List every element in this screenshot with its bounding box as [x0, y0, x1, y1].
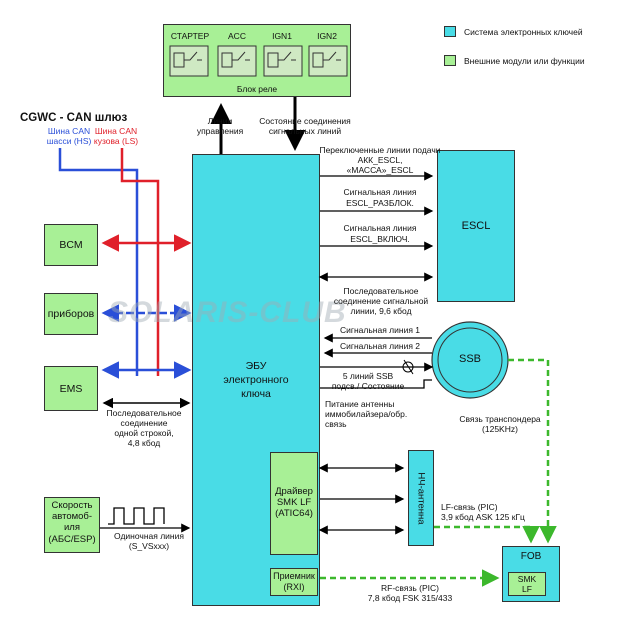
- cluster-module: приборов: [44, 293, 98, 335]
- smk-lf-driver: [270, 452, 318, 555]
- speed-module-label-4: (АБС/ESP): [48, 534, 96, 545]
- fob-inner-2: LF: [522, 584, 532, 594]
- relay-item-acc-label: ACC: [228, 31, 246, 41]
- power-lines-label-2: АКК_ESCL,: [357, 155, 403, 165]
- ems-serial-label-4: 4,8 кбод: [127, 438, 161, 448]
- legend-external-swatch: [444, 55, 456, 66]
- watermark: SOLARIS-CLUB: [108, 296, 347, 329]
- single-line-label-2: (S_VSxxx): [128, 541, 170, 551]
- ecu-title-1: ЭБУ: [245, 360, 267, 372]
- lf-link-label-2: 3,9 кбод ASK 125 кГц: [441, 512, 525, 522]
- relay-item-ign2-label: IGN2: [317, 31, 337, 41]
- antenna-power-label-1: Питание антенны: [325, 399, 395, 409]
- rf-link-label-2: 7,8 кбод FSK 315/433: [367, 593, 453, 603]
- transponder-label-1: Связь транспондера: [459, 414, 541, 424]
- gateway-title: CGWC - CAN шлюз: [20, 112, 128, 124]
- speed-module-label-3: иля: [64, 522, 80, 533]
- control-lines-label-2: управления: [196, 126, 244, 136]
- escl-lock-label-2: ESCL_ВКЛЮЧ.: [350, 234, 410, 244]
- ls-bus-label-1: Шина CAN: [94, 126, 138, 136]
- speed-module-label-1: Скорость: [51, 500, 93, 511]
- ssb-button: SSB: [458, 353, 481, 365]
- relay-block-title: Блок реле: [236, 84, 278, 94]
- control-lines-label-1: Линии: [207, 116, 233, 126]
- relay-status-label-1: Состояние соединения: [259, 116, 351, 126]
- ls-bus-label-2: кузова (LS): [93, 136, 139, 146]
- legend-external-label: Внешние модули или функции: [464, 56, 585, 66]
- escl-module: ESCL: [437, 150, 515, 302]
- ecu-title-3: ключа: [241, 388, 271, 400]
- ecu-title-2: электронного: [223, 374, 289, 386]
- antenna-power-label-3: связь: [325, 419, 347, 429]
- ssb-lines-label-1: 5 линий SSB: [342, 371, 394, 381]
- transponder-label-2: (125KHz): [482, 424, 518, 434]
- lf-antenna: [408, 450, 434, 546]
- fob-smk-lf: [508, 572, 546, 596]
- ems-module: EMS: [44, 366, 98, 411]
- ems-serial-label-2: соединение: [120, 418, 168, 428]
- driver-label-1: Драйвер: [275, 486, 313, 497]
- speed-module-label-2: автомоб-: [51, 511, 93, 522]
- power-lines-label-1: Переключенные линии подачи: [319, 145, 441, 155]
- rf-link-label-1: RF-связь (PIC): [381, 583, 439, 593]
- power-lines-label-3: «МАССА»_ESCL: [346, 165, 414, 175]
- escl-serial-label-2: соединение сигнальной: [333, 296, 429, 306]
- escl-unlock-label-2: ESCL_РАЗБЛОК.: [346, 198, 414, 208]
- escl-serial-label-3: линии, 9,6 кбод: [350, 306, 412, 316]
- receiver-label-1: Приемник: [273, 571, 315, 581]
- ems-serial-label-3: одной строкой,: [114, 428, 174, 438]
- relay-item-ign1-label: IGN1: [272, 31, 292, 41]
- ssb-sig2-label: Сигнальная линия 2: [339, 341, 421, 351]
- hs-bus-label-2: шасси (HS): [46, 136, 92, 146]
- legend-system-swatch: [444, 26, 456, 37]
- driver-label-2: SMK LF: [276, 497, 312, 508]
- ssb-lines-label-2: подсв./ Состояние: [331, 381, 405, 391]
- ems-serial-label-1: Последовательное: [106, 408, 182, 418]
- receiver-label-2: (RXI): [283, 582, 305, 592]
- speed-module: [44, 497, 100, 553]
- single-line-label-1: Одиночная линия: [114, 531, 184, 541]
- escl-unlock-label-1: Сигнальная линия: [343, 187, 417, 197]
- fob-title: FOB: [520, 551, 542, 562]
- driver-label-3: (ATIC64): [275, 508, 313, 519]
- rxi-receiver: [270, 568, 318, 596]
- bcm-module: BCM: [44, 224, 98, 266]
- lf-link-label-1: LF-связь (PIC): [441, 502, 498, 512]
- escl-lock-label-1: Сигнальная линия: [343, 223, 417, 233]
- relay-item-starter-label: СТАРТЕР: [170, 31, 210, 41]
- hs-bus-label-1: Шина CAN: [47, 126, 91, 136]
- fob-inner-1: SMK: [517, 574, 537, 584]
- relay-status-label-2: сигнальных линий: [268, 126, 342, 136]
- antenna-power-label-2: иммобилайзера/обр.: [325, 409, 408, 419]
- relay-switch-icons: [169, 45, 348, 77]
- ssb-sig1-label: Сигнальная линия 1: [339, 325, 421, 335]
- escl-serial-label-1: Последовательное: [343, 286, 419, 296]
- legend-system-label: Система электронных ключей: [464, 27, 583, 37]
